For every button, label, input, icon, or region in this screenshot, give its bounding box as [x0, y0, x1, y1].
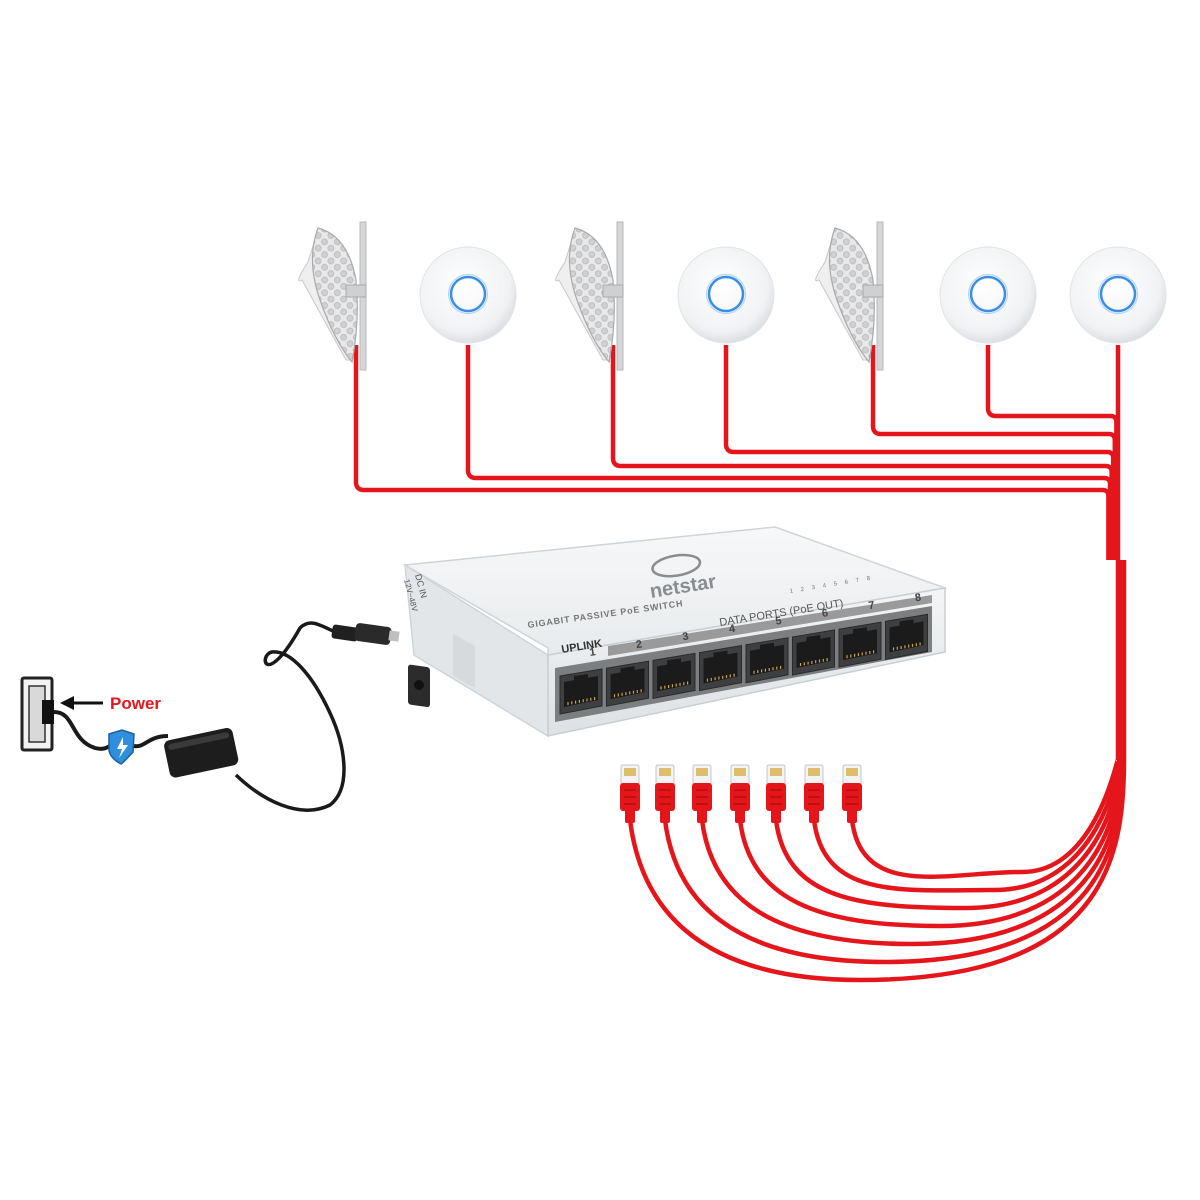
- led-number: 2: [800, 587, 805, 594]
- cable-harness: [353, 345, 1121, 560]
- cable-loop: [627, 560, 1127, 983]
- dc-barrel-plug-icon: [331, 623, 400, 645]
- ac-cord-2: [133, 734, 169, 749]
- rj45-connector-icon: [766, 764, 786, 823]
- port-number: 7: [868, 599, 876, 612]
- rj45-connector-icon: [804, 764, 824, 823]
- led-number: 3: [811, 585, 816, 592]
- grid-dish-antenna-icon: [298, 221, 367, 371]
- port-panel: [555, 606, 932, 722]
- power-section: Power: [20, 621, 400, 812]
- led-number: 8: [866, 576, 871, 583]
- grid-dish-antenna-icon: [815, 221, 884, 371]
- ethernet-port-icon: [699, 645, 742, 692]
- port-row: 1 2 3 4 5 6 7 8: [559, 592, 928, 715]
- rj45-connector-row: [620, 764, 862, 823]
- access-point-icon: [677, 246, 775, 344]
- port-number: 2: [635, 638, 643, 651]
- access-point-icon: [939, 246, 1037, 344]
- access-point-icon: [1069, 246, 1167, 344]
- port-number: 6: [821, 607, 829, 620]
- led-number: 5: [833, 581, 838, 588]
- ethernet-port-icon: [838, 621, 882, 668]
- rj45-connector-icon: [655, 764, 675, 823]
- dc-cable-path: [234, 621, 346, 812]
- cable-loop: [849, 560, 1121, 879]
- power-adapter-icon: [164, 728, 239, 778]
- port-number: 8: [914, 592, 922, 605]
- wall-outlet-icon: [20, 676, 54, 752]
- rj45-connector-icon: [620, 764, 640, 823]
- power-label: Power: [110, 694, 161, 713]
- ethernet-port-icon: [792, 629, 835, 676]
- ethernet-port-icon: [652, 652, 696, 700]
- side-vent: [453, 633, 475, 689]
- switch-label-strip: [608, 595, 932, 656]
- ethernet-port-icon: [885, 613, 928, 661]
- led-number: 6: [844, 579, 849, 586]
- dc-in-hole: [414, 680, 424, 690]
- led-number: 7: [855, 578, 860, 585]
- rj45-connector-icon: [842, 764, 862, 823]
- rj45-connector-icon: [692, 764, 712, 823]
- logo-swoosh-icon: [651, 553, 702, 578]
- access-point-icon: [419, 246, 517, 344]
- cable-loop: [737, 560, 1124, 929]
- ethernet-port-icon: [559, 668, 603, 715]
- port-number: 3: [682, 631, 690, 644]
- led-number: 1: [789, 588, 794, 595]
- cable-loops: [627, 560, 1127, 983]
- ethernet-port-icon: [606, 660, 649, 707]
- rj45-connector-icon: [730, 764, 750, 823]
- surge-shield-icon: [108, 729, 135, 765]
- port-number: 1: [589, 646, 597, 659]
- ethernet-port-icon: [745, 637, 789, 684]
- cable-run: [723, 345, 1116, 560]
- cable-loop: [773, 560, 1123, 911]
- port-number: 5: [775, 615, 783, 628]
- cable-loop: [662, 560, 1126, 965]
- led-number: 4: [822, 583, 827, 590]
- grid-dish-antenna-icon: [555, 221, 624, 371]
- cable-loop: [699, 560, 1125, 947]
- power-arrow-icon: [60, 696, 103, 710]
- port-number: 4: [728, 623, 737, 636]
- device-row: [298, 221, 1167, 371]
- cable-loop: [811, 560, 1122, 893]
